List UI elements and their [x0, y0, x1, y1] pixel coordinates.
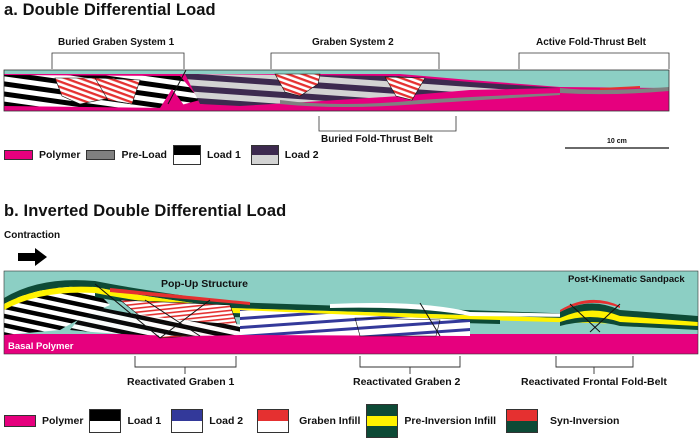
- swatch-load1: [172, 145, 201, 165]
- legend-item-graben-infill: Graben Infill: [257, 409, 366, 433]
- contraction-arrow-icon: [18, 248, 47, 266]
- swatch-load1-b: [89, 409, 122, 433]
- label-active-fold-thrust: Active Fold-Thrust Belt: [536, 37, 647, 48]
- label-pop-up-structure: Pop-Up Structure: [161, 278, 248, 290]
- bracket-active-fold-thrust: [518, 52, 670, 69]
- panel-a-cross-section: [3, 52, 670, 149]
- legend-label: Graben Infill: [299, 415, 361, 427]
- panel-a-title: a. Double Differential Load: [4, 1, 216, 19]
- bracket-graben-system-2: [270, 52, 440, 69]
- legend-label: Load 1: [127, 415, 162, 427]
- legend-label: Load 1: [206, 149, 241, 161]
- label-reactivated-graben-1: Reactivated Graben 1: [127, 376, 235, 388]
- label-buried-graben-1: Buried Graben System 1: [58, 37, 175, 48]
- contraction-label: Contraction: [4, 230, 61, 241]
- legend-item-preload: Pre-Load: [86, 149, 173, 161]
- legend-item-load1-b: Load 1: [89, 409, 171, 433]
- swatch-load2-b: [171, 409, 204, 433]
- legend-label: Load 2: [209, 415, 244, 427]
- bracket-buried-graben-1: [51, 52, 185, 69]
- legend-label: Pre-Load: [121, 149, 167, 161]
- label-reactivated-graben-2: Reactivated Graben 2: [353, 376, 461, 388]
- legend-label: Load 2: [284, 149, 319, 161]
- swatch-preload: [86, 150, 116, 160]
- label-basal-polymer: Basal Polymer: [8, 341, 74, 352]
- legend-item-pre-inversion: Pre-Inversion Infill: [366, 404, 506, 438]
- legend-item-syn-inversion: Syn-Inversion: [506, 409, 619, 433]
- bracket-reactivated-graben-2: [359, 356, 461, 374]
- legend-item-load1: Load 1: [172, 145, 251, 165]
- legend-item-polymer-b: Polymer: [4, 415, 89, 427]
- legend-label: Syn-Inversion: [550, 415, 620, 427]
- swatch-graben-infill: [257, 409, 290, 433]
- swatch-polymer: [4, 150, 33, 160]
- label-reactivated-frontal: Reactivated Frontal Fold-Belt: [521, 376, 667, 388]
- legend-label: Polymer: [39, 149, 81, 161]
- swatch-load2: [250, 145, 279, 165]
- legend-label: Polymer: [42, 415, 84, 427]
- panel-a-legend: Polymer Pre-Load Load 1 Load 2: [4, 145, 319, 165]
- legend-label: Pre-Inversion Infill: [404, 415, 496, 427]
- panel-b-title: b. Inverted Double Differential Load: [4, 202, 287, 220]
- legend-item-polymer: Polymer: [4, 149, 86, 161]
- label-post-kinematic-sandpack: Post-Kinematic Sandpack: [568, 274, 685, 285]
- bracket-reactivated-frontal: [555, 356, 634, 374]
- swatch-syn-inversion: [506, 409, 538, 433]
- legend-item-load2: Load 2: [250, 145, 319, 165]
- label-graben-system-2: Graben System 2: [312, 37, 394, 48]
- label-buried-fold-thrust: Buried Fold-Thrust Belt: [321, 134, 433, 145]
- swatch-pre-inversion: [366, 404, 399, 438]
- swatch-polymer-b: [4, 415, 36, 427]
- scale-bar-label: 10 cm: [607, 138, 627, 145]
- panel-b-legend: Polymer Load 1 Load 2 Graben Infill Pre-…: [4, 404, 619, 438]
- legend-item-load2-b: Load 2: [171, 409, 257, 433]
- bracket-buried-fold-thrust: [318, 116, 457, 132]
- bracket-reactivated-graben-1: [134, 356, 237, 374]
